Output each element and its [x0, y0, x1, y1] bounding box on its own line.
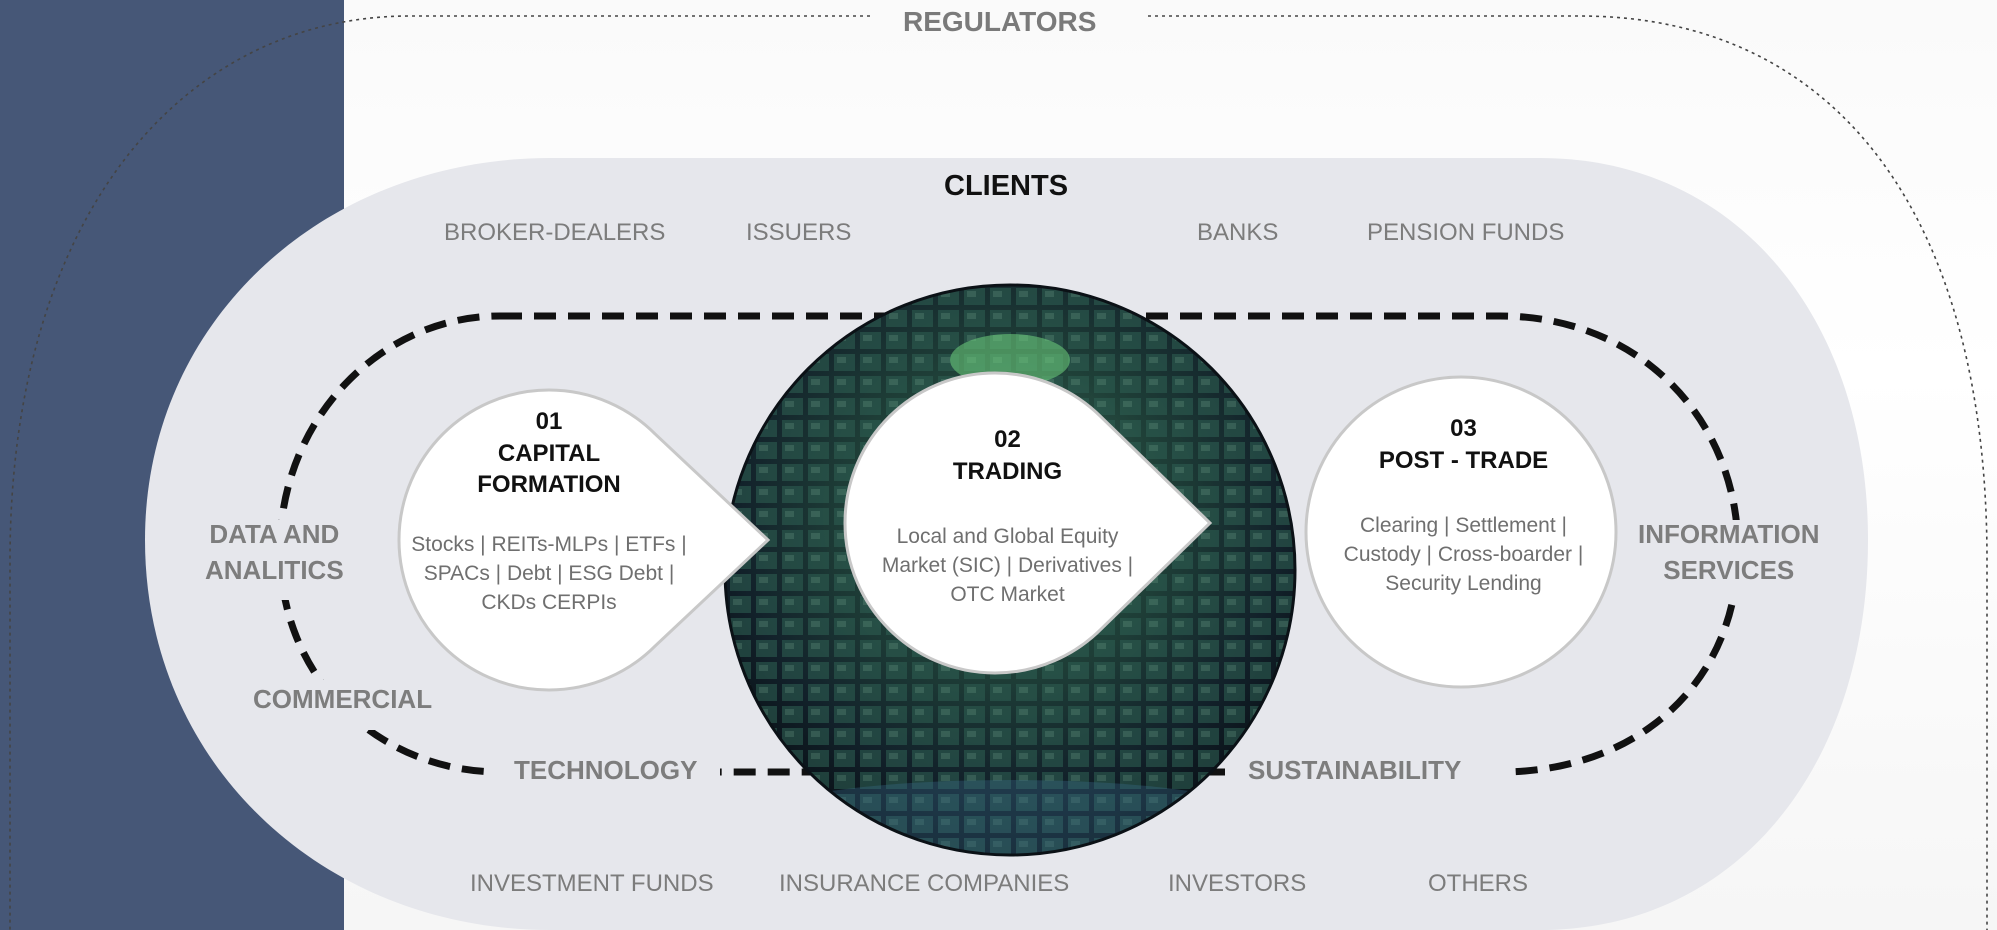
- stage-03-shape: [1304, 375, 1618, 689]
- ring-gap-data: [250, 520, 310, 600]
- stage-02-number: 02: [994, 426, 1021, 453]
- client-broker-dealers: BROKER-DEALERS: [444, 219, 666, 246]
- stage-02-title: TRADING: [952, 457, 1063, 485]
- ring-gap-technology: [490, 752, 720, 792]
- stage-01: 01 CAPITAL FORMATION Stocks | REITs-MLPs…: [409, 406, 689, 617]
- client-insurance-companies: INSURANCE COMPANIES: [779, 870, 1070, 897]
- stage-01-number: 01: [535, 408, 563, 435]
- clients-title: CLIENTS: [944, 170, 1069, 202]
- stage-03-description: Clearing | Settlement | Custody | Cross-…: [1343, 514, 1584, 595]
- technology-label: TECHNOLOGY: [514, 755, 698, 785]
- stage-03: 03 POST - TRADE Clearing | Settlement | …: [1331, 413, 1596, 599]
- ring-gap-info: [1710, 520, 1770, 600]
- stage-01-title: CAPITAL FORMATION: [477, 439, 621, 499]
- ring-gap-sustainability: [1225, 752, 1505, 792]
- stage-01-shape: [397, 388, 771, 692]
- ring-gap-commercial: [310, 680, 430, 730]
- regulators-outer-ring: [9, 15, 1988, 930]
- client-investors: INVESTORS: [1168, 870, 1307, 897]
- commercial-label: COMMERCIAL: [253, 684, 433, 714]
- regulators-label: REGULATORS: [903, 6, 1097, 37]
- client-others: OTHERS: [1428, 870, 1529, 897]
- client-pension-funds: PENSION FUNDS: [1367, 219, 1565, 246]
- stage-02-description: Local and Global Equity Market (SIC) | D…: [881, 525, 1134, 606]
- stage-02-shape: [843, 371, 1213, 675]
- stage-03-number: 03: [1450, 415, 1477, 442]
- client-investment-funds: INVESTMENT FUNDS: [470, 870, 714, 897]
- client-banks: BANKS: [1197, 219, 1279, 246]
- stage-02: 02 TRADING Local and Global Equity Marke…: [870, 424, 1145, 610]
- client-issuers: ISSUERS: [746, 219, 852, 246]
- sustainability-label: SUSTAINABILITY: [1248, 755, 1462, 785]
- stage-01-description: Stocks | REITs-MLPs | ETFs | SPACs | Deb…: [411, 533, 687, 614]
- stage-03-title: POST - TRADE: [1378, 446, 1549, 474]
